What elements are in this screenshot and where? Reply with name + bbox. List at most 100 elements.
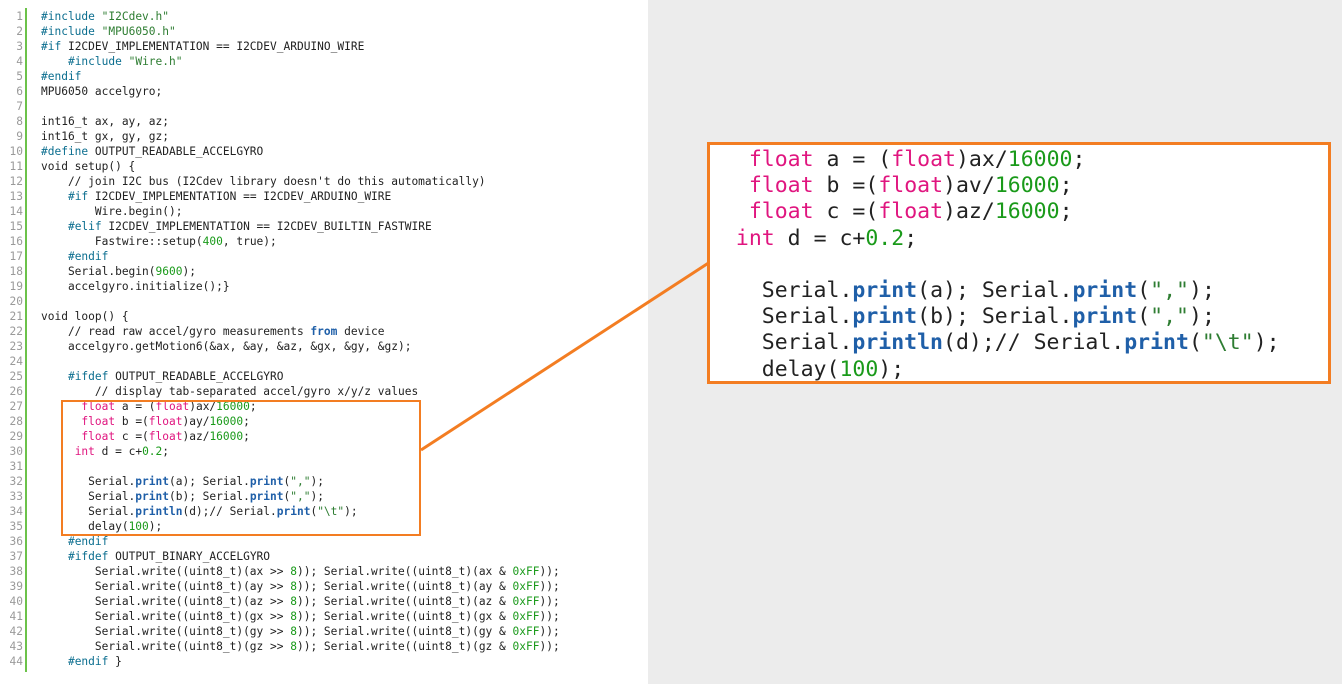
line-number: 28 (9, 415, 23, 428)
code-line: Serial.write((uint8_t)(gx >> 8)); Serial… (41, 610, 560, 623)
code-line: #include "MPU6050.h" (41, 25, 176, 38)
code-line: #ifdef OUTPUT_BINARY_ACCELGYRO (67, 550, 271, 563)
code-line: #ifdef OUTPUT_READABLE_ACCELGYRO (67, 370, 284, 383)
line-number: 33 (9, 490, 23, 503)
code-line: Serial.write((uint8_t)(gy >> 8)); Serial… (41, 625, 560, 638)
code-line: #endif (67, 535, 109, 548)
zoomed-code-line: float a = (float)ax/16000; (748, 147, 1086, 172)
line-number: 11 (9, 160, 23, 173)
line-number: 38 (9, 565, 23, 578)
code-line: #elif I2CDEV_IMPLEMENTATION == I2CDEV_BU… (67, 220, 432, 233)
source-code: #include "I2Cdev.h" #include "MPU6050.h" #… (41, 9, 560, 669)
code-line: Wire.begin(); (41, 205, 183, 218)
code-line: int d = c+0.2; (74, 445, 170, 458)
code-line: Fastwire::setup(400, true); (41, 235, 277, 248)
gutter-divider (25, 8, 27, 672)
code-line: #endif (67, 250, 109, 263)
line-number: 8 (16, 115, 23, 128)
code-line: // read raw accel/gyro measurements from… (41, 325, 385, 338)
highlight-box (61, 400, 421, 536)
code-line: Serial.begin(9600); (41, 265, 196, 278)
line-number: 39 (9, 580, 23, 593)
line-number: 13 (9, 190, 23, 203)
code-line: void loop() { (41, 310, 129, 323)
line-number: 18 (9, 265, 23, 278)
line-number: 21 (9, 310, 23, 323)
code-line: float b =(float)ay/16000; (81, 415, 250, 428)
code-line (41, 99, 560, 114)
line-number: 1 (16, 10, 23, 23)
code-line (41, 354, 560, 369)
code-line: #endif } (67, 655, 122, 668)
zoomed-code-line: int d = c+0.2; (735, 225, 918, 251)
code-line: MPU6050 accelgyro; (41, 85, 163, 98)
code-line: float c =(float)az/16000; (81, 430, 250, 443)
code-line: Serial.print(b); Serial.print(","); (41, 490, 324, 503)
code-line: int16_t ax, ay, az; (41, 115, 169, 128)
zoomed-code-line: delay(100); (710, 356, 905, 382)
line-number: 41 (9, 610, 23, 623)
code-line: Serial.write((uint8_t)(ay >> 8)); Serial… (41, 580, 560, 593)
code-line: #define OUTPUT_READABLE_ACCELGYRO (41, 145, 264, 158)
line-number: 44 (9, 655, 23, 668)
code-line: accelgyro.getMotion6(&ax, &ay, &az, &gx,… (41, 340, 412, 353)
line-number: 22 (9, 325, 23, 338)
code-line: Serial.println(d);// Serial.print("\t"); (41, 505, 358, 518)
code-line: Serial.write((uint8_t)(gz >> 8)); Serial… (41, 640, 560, 653)
line-number: 19 (9, 280, 23, 293)
line-number: 20 (9, 295, 23, 308)
line-number: 36 (9, 535, 23, 548)
line-number: 16 (9, 235, 23, 248)
code-line: int16_t gx, gy, gz; (41, 130, 169, 143)
line-number: 42 (9, 625, 23, 638)
code-line: // display tab-separated accel/gyro x/y/… (41, 385, 419, 398)
code-line: delay(100); (41, 520, 163, 533)
line-number: 24 (9, 355, 23, 368)
line-number: 3 (16, 40, 23, 53)
zoomed-code-callout: float a = (float)ax/16000; float b =(flo… (707, 142, 1331, 384)
line-number: 32 (9, 475, 23, 488)
code-line: Serial.write((uint8_t)(az >> 8)); Serial… (41, 595, 560, 608)
code-line: #include "I2Cdev.h" (41, 10, 169, 23)
code-line: #if I2CDEV_IMPLEMENTATION == I2CDEV_ARDU… (67, 190, 392, 203)
code-line: // join I2C bus (I2Cdev library doesn't … (41, 175, 486, 188)
zoomed-code-line: Serial.println(d);// Serial.print("\t"); (710, 330, 1280, 356)
line-number: 6 (16, 85, 23, 98)
zoomed-source-code: float a = (float)ax/16000; float b =(flo… (710, 147, 1280, 383)
line-number: 5 (16, 70, 23, 83)
line-number: 40 (9, 595, 23, 608)
code-line: accelgyro.initialize();} (41, 280, 230, 293)
code-line: #include "Wire.h" (67, 55, 183, 68)
line-number: 34 (9, 505, 23, 518)
zoomed-code-line (710, 252, 1280, 278)
line-number: 25 (9, 370, 23, 383)
line-number: 26 (9, 385, 23, 398)
code-line: #endif (41, 70, 82, 83)
line-number: 2 (16, 25, 23, 38)
code-line: float a = (float)ax/16000; (81, 400, 257, 413)
zoomed-code-line: float b =(float)av/16000; (748, 173, 1073, 199)
line-number: 27 (9, 400, 23, 413)
line-number: 29 (9, 430, 23, 443)
code-line: Serial.print(a); Serial.print(","); (41, 475, 324, 488)
line-number: 30 (9, 445, 23, 458)
line-number: 15 (9, 220, 23, 233)
line-number: 35 (9, 520, 23, 533)
line-number: 31 (9, 460, 23, 473)
zoomed-code-line: Serial.print(b); Serial.print(","); (710, 304, 1215, 330)
code-line: void setup() { (41, 160, 136, 173)
line-number: 43 (9, 640, 23, 653)
line-number: 10 (9, 145, 23, 158)
line-number: 17 (9, 250, 23, 263)
zoomed-code-line: Serial.print(a); Serial.print(","); (710, 277, 1215, 303)
line-number: 14 (9, 205, 23, 218)
line-number: 37 (9, 550, 23, 563)
code-line: Serial.write((uint8_t)(ax >> 8)); Serial… (41, 565, 560, 578)
line-number: 4 (16, 55, 23, 68)
code-line (41, 294, 560, 309)
zoomed-code-line: float c =(float)az/16000; (748, 199, 1073, 225)
line-number: 9 (16, 130, 23, 143)
line-number: 12 (9, 175, 23, 188)
